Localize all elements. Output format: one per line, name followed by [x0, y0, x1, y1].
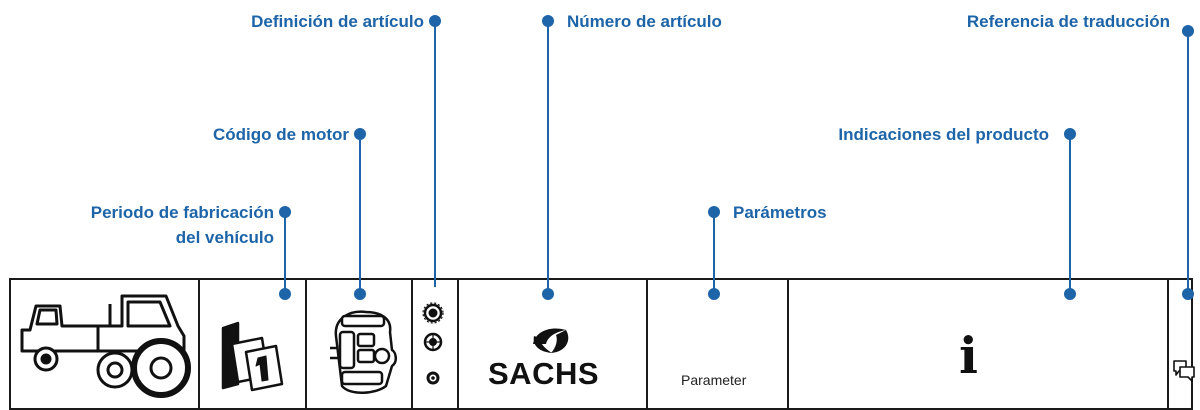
dot-numero-bottom [542, 288, 554, 300]
dot-codigo-top [354, 128, 366, 140]
translation-speech-icon [1173, 360, 1195, 382]
info-icon: i [959, 326, 978, 385]
dot-periodo-bottom [279, 288, 291, 300]
dot-referencia-bottom [1182, 288, 1194, 300]
callout-codigo-motor: Código de motor [213, 125, 349, 144]
sachs-logo-mark [533, 328, 569, 353]
callout-periodo-line2: del vehículo [175, 228, 274, 247]
dot-indicaciones-bottom [1064, 288, 1076, 300]
calendar-icon [221, 321, 284, 392]
engine-icon [330, 310, 397, 394]
callout-numero-articulo: Número de artículo [567, 12, 722, 31]
dot-referencia-top [1182, 25, 1194, 37]
callout-referencia-traduccion: Referencia de traducción [966, 12, 1170, 31]
dot-indicaciones-top [1064, 128, 1076, 140]
pressure-plate-icon [423, 332, 443, 352]
dot-parametros-top [708, 206, 720, 218]
callout-indicaciones-producto: Indicaciones del producto [838, 125, 1049, 144]
article-definition-icons [422, 302, 444, 385]
dot-periodo-top [279, 206, 291, 218]
callout-definicion-articulo: Definición de artículo [251, 12, 424, 31]
callout-periodo-line1: Periodo de fabricación [90, 203, 274, 222]
dot-codigo-bottom [354, 288, 366, 300]
callout-dots [279, 15, 1194, 300]
parts-table [9, 278, 1193, 410]
clutch-disc-icon [422, 302, 444, 324]
dot-definicion-top [429, 15, 441, 27]
callout-parametros: Parámetros [733, 203, 827, 222]
dot-parametros-bottom [708, 288, 720, 300]
parameter-label: Parameter [681, 372, 747, 388]
dot-numero-top [542, 15, 554, 27]
vehicle-icon [20, 294, 191, 398]
sachs-logo-text: SACHS [488, 356, 600, 391]
leader-lines [284, 21, 1189, 294]
release-bearing-icon [426, 371, 440, 385]
